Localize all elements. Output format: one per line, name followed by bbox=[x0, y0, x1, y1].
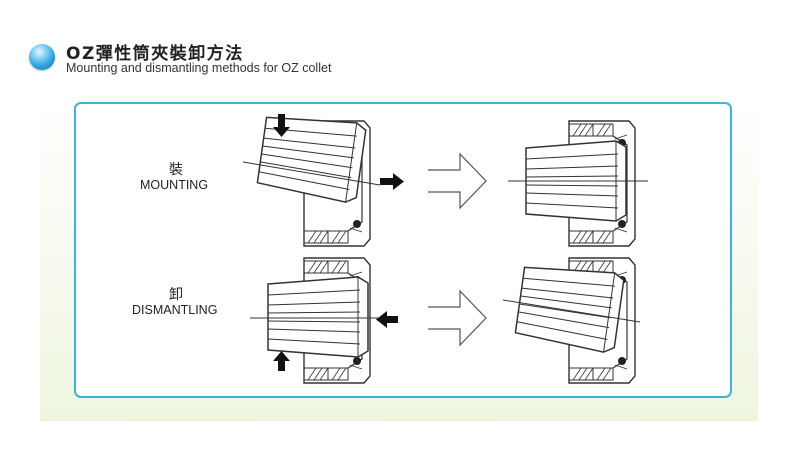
hollow-arrow-icon-2 bbox=[427, 290, 487, 346]
arrow-down-icon bbox=[273, 114, 290, 137]
mounting-after bbox=[508, 120, 648, 247]
arrow-left-icon bbox=[376, 311, 398, 328]
bullet-icon bbox=[29, 44, 55, 70]
arrow-right-icon bbox=[380, 173, 404, 190]
dismantling-before bbox=[250, 257, 378, 384]
arrow-up-icon bbox=[273, 351, 290, 371]
page-title: OZ彈性筒夾裝卸方法 bbox=[66, 44, 244, 64]
dismantling-label-en: DISMANTLING bbox=[132, 303, 218, 317]
page-subtitle: Mounting and dismantling methods for OZ … bbox=[66, 61, 332, 75]
hollow-arrow-icon bbox=[427, 153, 487, 209]
mounting-label-en: MOUNTING bbox=[140, 178, 209, 192]
mounting-label-cn: 裝 bbox=[169, 162, 183, 178]
mounting-before bbox=[242, 109, 381, 247]
dismantling-label-cn: 卸 bbox=[169, 287, 183, 303]
dismantling-after bbox=[502, 257, 641, 384]
